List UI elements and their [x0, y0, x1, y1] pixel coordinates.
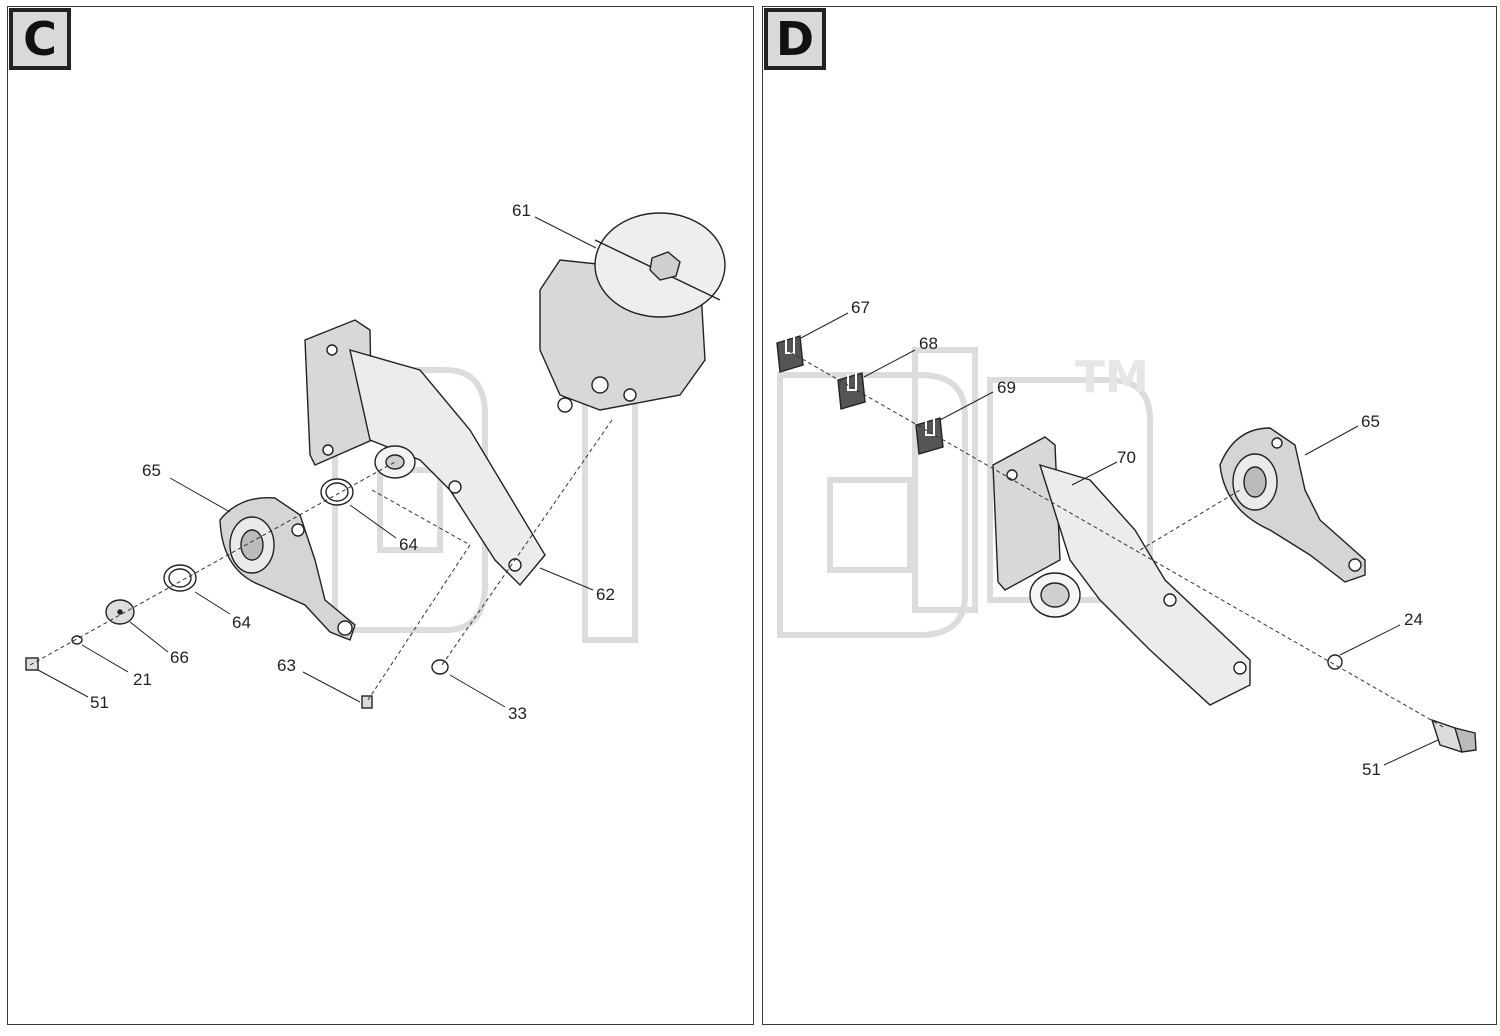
axis-lines-c	[29, 419, 613, 701]
callout-c-65: 65	[142, 461, 161, 480]
axis-lines-d	[789, 351, 1446, 729]
watermark-tm: TM	[1075, 352, 1149, 403]
bracket-d	[992, 436, 1251, 706]
callout-c-21: 21	[133, 670, 152, 689]
panel-c-badge: C	[9, 8, 71, 70]
seals-washers-c	[25, 478, 449, 709]
callout-c-33: 33	[508, 704, 527, 723]
leader-lines-c	[37, 216, 597, 708]
callout-c-64-top: 64	[399, 535, 418, 554]
callout-d-65: 65	[1361, 412, 1380, 431]
callout-c-51: 51	[90, 693, 109, 712]
callout-d-70: 70	[1117, 448, 1136, 467]
callout-c-64-bottom: 64	[232, 613, 251, 632]
panel-d: D	[762, 6, 1497, 1025]
callout-c-63: 63	[277, 656, 296, 675]
callout-d-68: 68	[919, 334, 938, 353]
callout-d-24: 24	[1404, 610, 1423, 629]
leader-lines-d	[800, 312, 1439, 766]
callout-c-62: 62	[596, 585, 615, 604]
callout-c-61: 61	[512, 201, 531, 220]
shims-d	[776, 335, 944, 455]
callout-d-51: 51	[1362, 760, 1381, 779]
washer-bolt-d	[1327, 654, 1477, 753]
brake-chamber	[539, 212, 726, 413]
callout-c-66: 66	[170, 648, 189, 667]
callout-d-67: 67	[851, 298, 870, 317]
mounting-bracket-c	[304, 319, 546, 587]
panel-d-badge: D	[764, 8, 826, 70]
slack-adjuster-c	[219, 496, 356, 641]
callout-d-69: 69	[997, 378, 1016, 397]
slack-adjuster-d	[1219, 427, 1366, 583]
